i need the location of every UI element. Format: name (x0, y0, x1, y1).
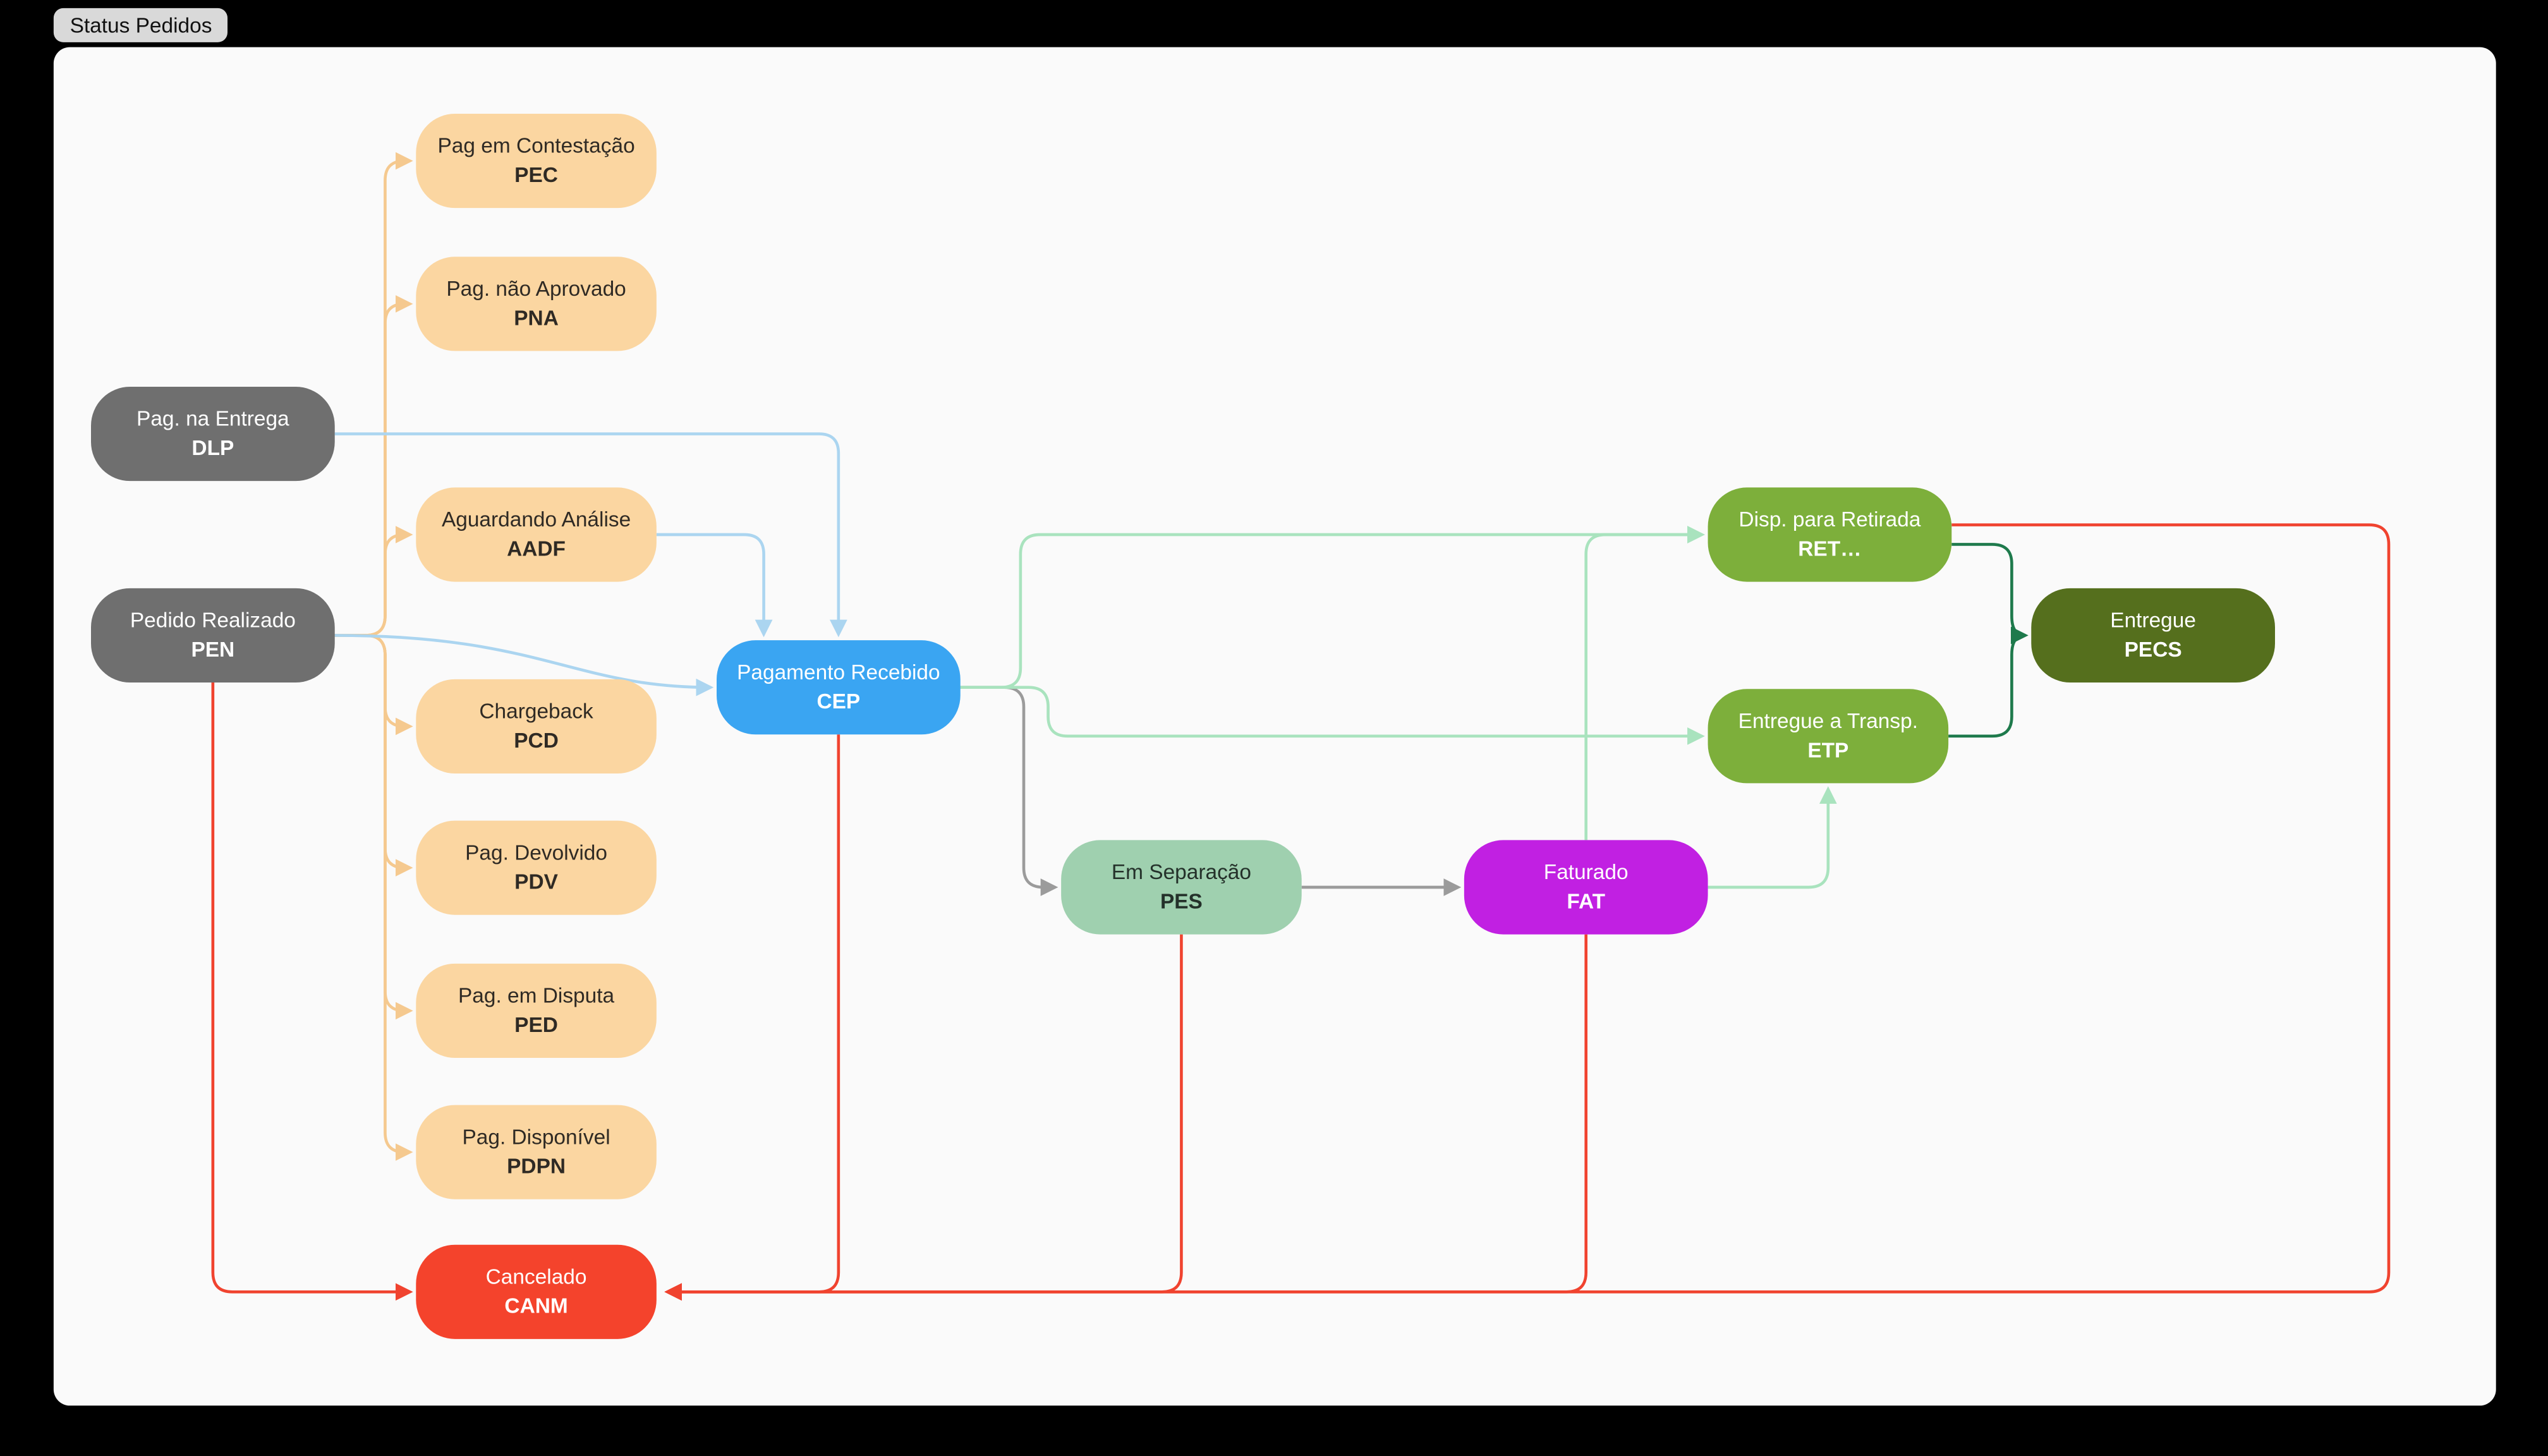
edge-CEP-ETP (960, 686, 1705, 745)
node-code: CANM (504, 1292, 568, 1318)
node-label: Disp. para Retirada (1738, 506, 1921, 531)
node-code: PNA (514, 305, 559, 329)
edge-FAT-RET (1584, 526, 1705, 840)
edge-PEN-PDV (334, 634, 413, 877)
edge-FAT-ETP (1708, 786, 1837, 889)
edge-DLP-CEP (334, 432, 847, 638)
edge-FAT-CANM (664, 934, 1588, 1301)
node-label: Chargeback (479, 698, 593, 723)
node-label: Pag. Devolvido (465, 839, 607, 864)
edge-PEN-PNA (334, 294, 413, 637)
node-label: Pag. não Aprovado (446, 276, 626, 300)
window-title: Status Pedidos (70, 13, 212, 38)
edge-AADF-CEP (656, 533, 773, 638)
edge-PEN-AADF (334, 526, 413, 637)
node-code: PEN (191, 636, 235, 661)
node-code: PCD (514, 727, 559, 752)
edges-layer (211, 152, 2391, 1301)
node-label: Pag. na Entrega (136, 405, 289, 430)
node-label: Pagamento Recebido (737, 658, 940, 684)
edge-CEP-CANM (664, 734, 840, 1301)
node-code: PES (1160, 888, 1203, 913)
node-code: PECS (2124, 636, 2182, 661)
edge-PEN-CANM (211, 682, 413, 1301)
edge-PES-CANM (664, 934, 1183, 1301)
node-label: Entregue (2110, 607, 2196, 632)
node-label: Cancelado (485, 1263, 587, 1289)
edge-PEN-PDPN (334, 634, 413, 1162)
window-title-tab[interactable]: Status Pedidos (53, 8, 229, 42)
edge-PEN-PED (334, 634, 413, 1020)
node-code: PED (514, 1011, 558, 1036)
node-code: PDV (514, 868, 558, 893)
node-label: Pag. Disponível (462, 1124, 610, 1148)
node-code: PEC (514, 161, 558, 186)
node-code: ETP (1807, 737, 1849, 761)
node-code: PDPN (507, 1153, 566, 1177)
flow-node-etp[interactable]: Entregue a Transp. ETP (1708, 689, 1949, 784)
node-code: AADF (507, 535, 566, 560)
edge-CEP-RET (960, 526, 1705, 689)
edge-CEP-PES (960, 686, 1059, 896)
node-code: FAT (1567, 888, 1606, 913)
node-label: Pag em Contestação (437, 132, 635, 157)
node-code: DLP (191, 434, 234, 459)
edge-RET-CANM (664, 523, 2391, 1301)
node-label: Entregue a Transp. (1738, 708, 1919, 732)
node-label: Pedido Realizado (130, 607, 296, 632)
node-label: Aguardando Análise (441, 506, 631, 531)
node-code: RET… (1798, 535, 1862, 560)
node-label: Em Separação (1111, 859, 1251, 883)
edge-PEN-PCD (334, 634, 413, 736)
edge-ETP-PECS (1948, 626, 2029, 738)
edge-PEN-CEP (334, 634, 714, 696)
node-code: CEP (816, 688, 861, 713)
node-label: Pag. em Disputa (458, 982, 615, 1007)
edge-PEN-PEC (334, 152, 413, 637)
edge-RET-PECS (1951, 543, 2029, 645)
node-label: Faturado (1543, 859, 1629, 883)
